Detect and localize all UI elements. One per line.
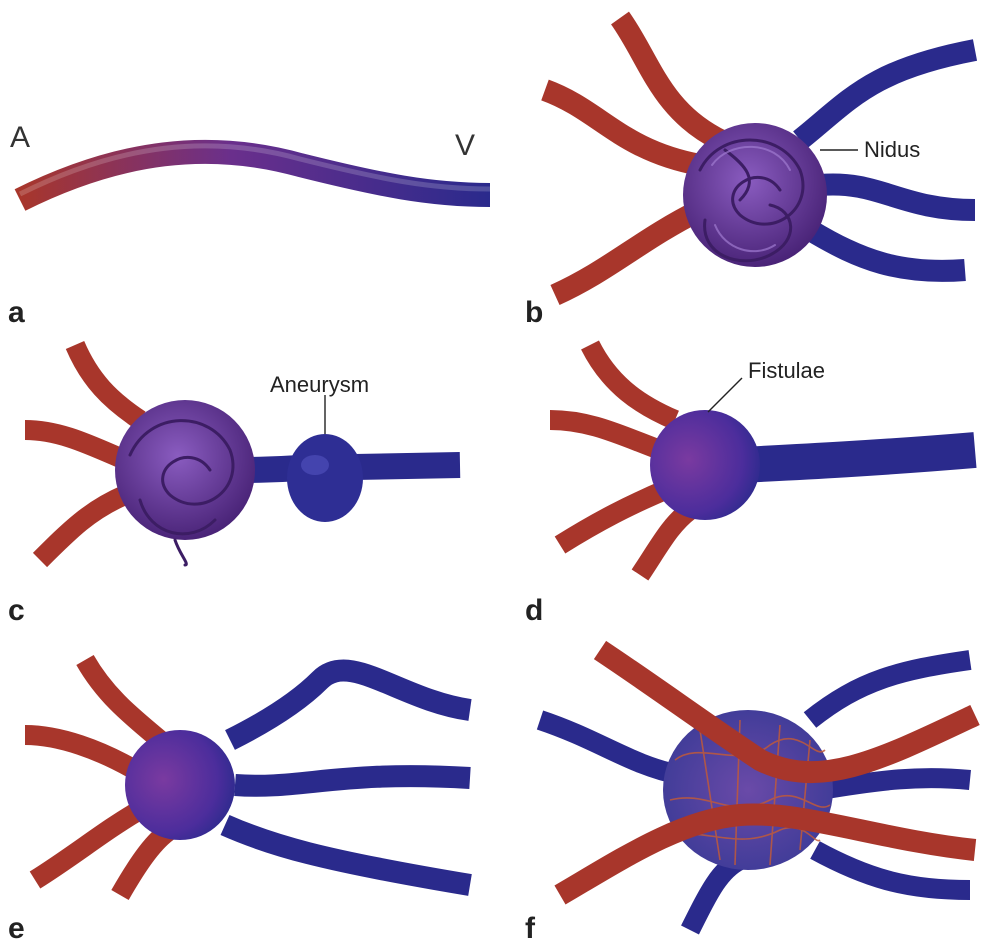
plexiform-nidus [663, 710, 833, 870]
panel-c: Aneurysm c [8, 345, 460, 627]
draining-veins [225, 671, 470, 885]
aneurysm-sac [287, 434, 363, 522]
nidus-label: Nidus [864, 137, 920, 162]
nidus [683, 123, 827, 267]
av-vessel [20, 152, 490, 200]
panel-e: e [8, 660, 470, 940]
panel-letter-f: f [525, 912, 536, 940]
panel-a: A V a [8, 121, 490, 329]
panel-letter-a: a [8, 296, 25, 329]
panel-letter-e: e [8, 912, 25, 940]
fistulae-label: Fistulae [748, 358, 825, 383]
feeding-arteries [545, 18, 720, 295]
fistula-sac [650, 410, 760, 520]
panel-d: Fistulae d [525, 345, 975, 627]
fistula-sac [125, 730, 235, 840]
panel-letter-b: b [525, 296, 543, 329]
panel-f: f [525, 650, 975, 940]
aneurysm-label: Aneurysm [270, 372, 369, 397]
panel-b: Nidus b [525, 18, 975, 329]
panel-letter-d: d [525, 594, 543, 627]
draining-vein [740, 450, 975, 465]
panel-letter-c: c [8, 594, 25, 627]
artery-label: A [10, 121, 30, 154]
vein-label: V [455, 129, 475, 162]
